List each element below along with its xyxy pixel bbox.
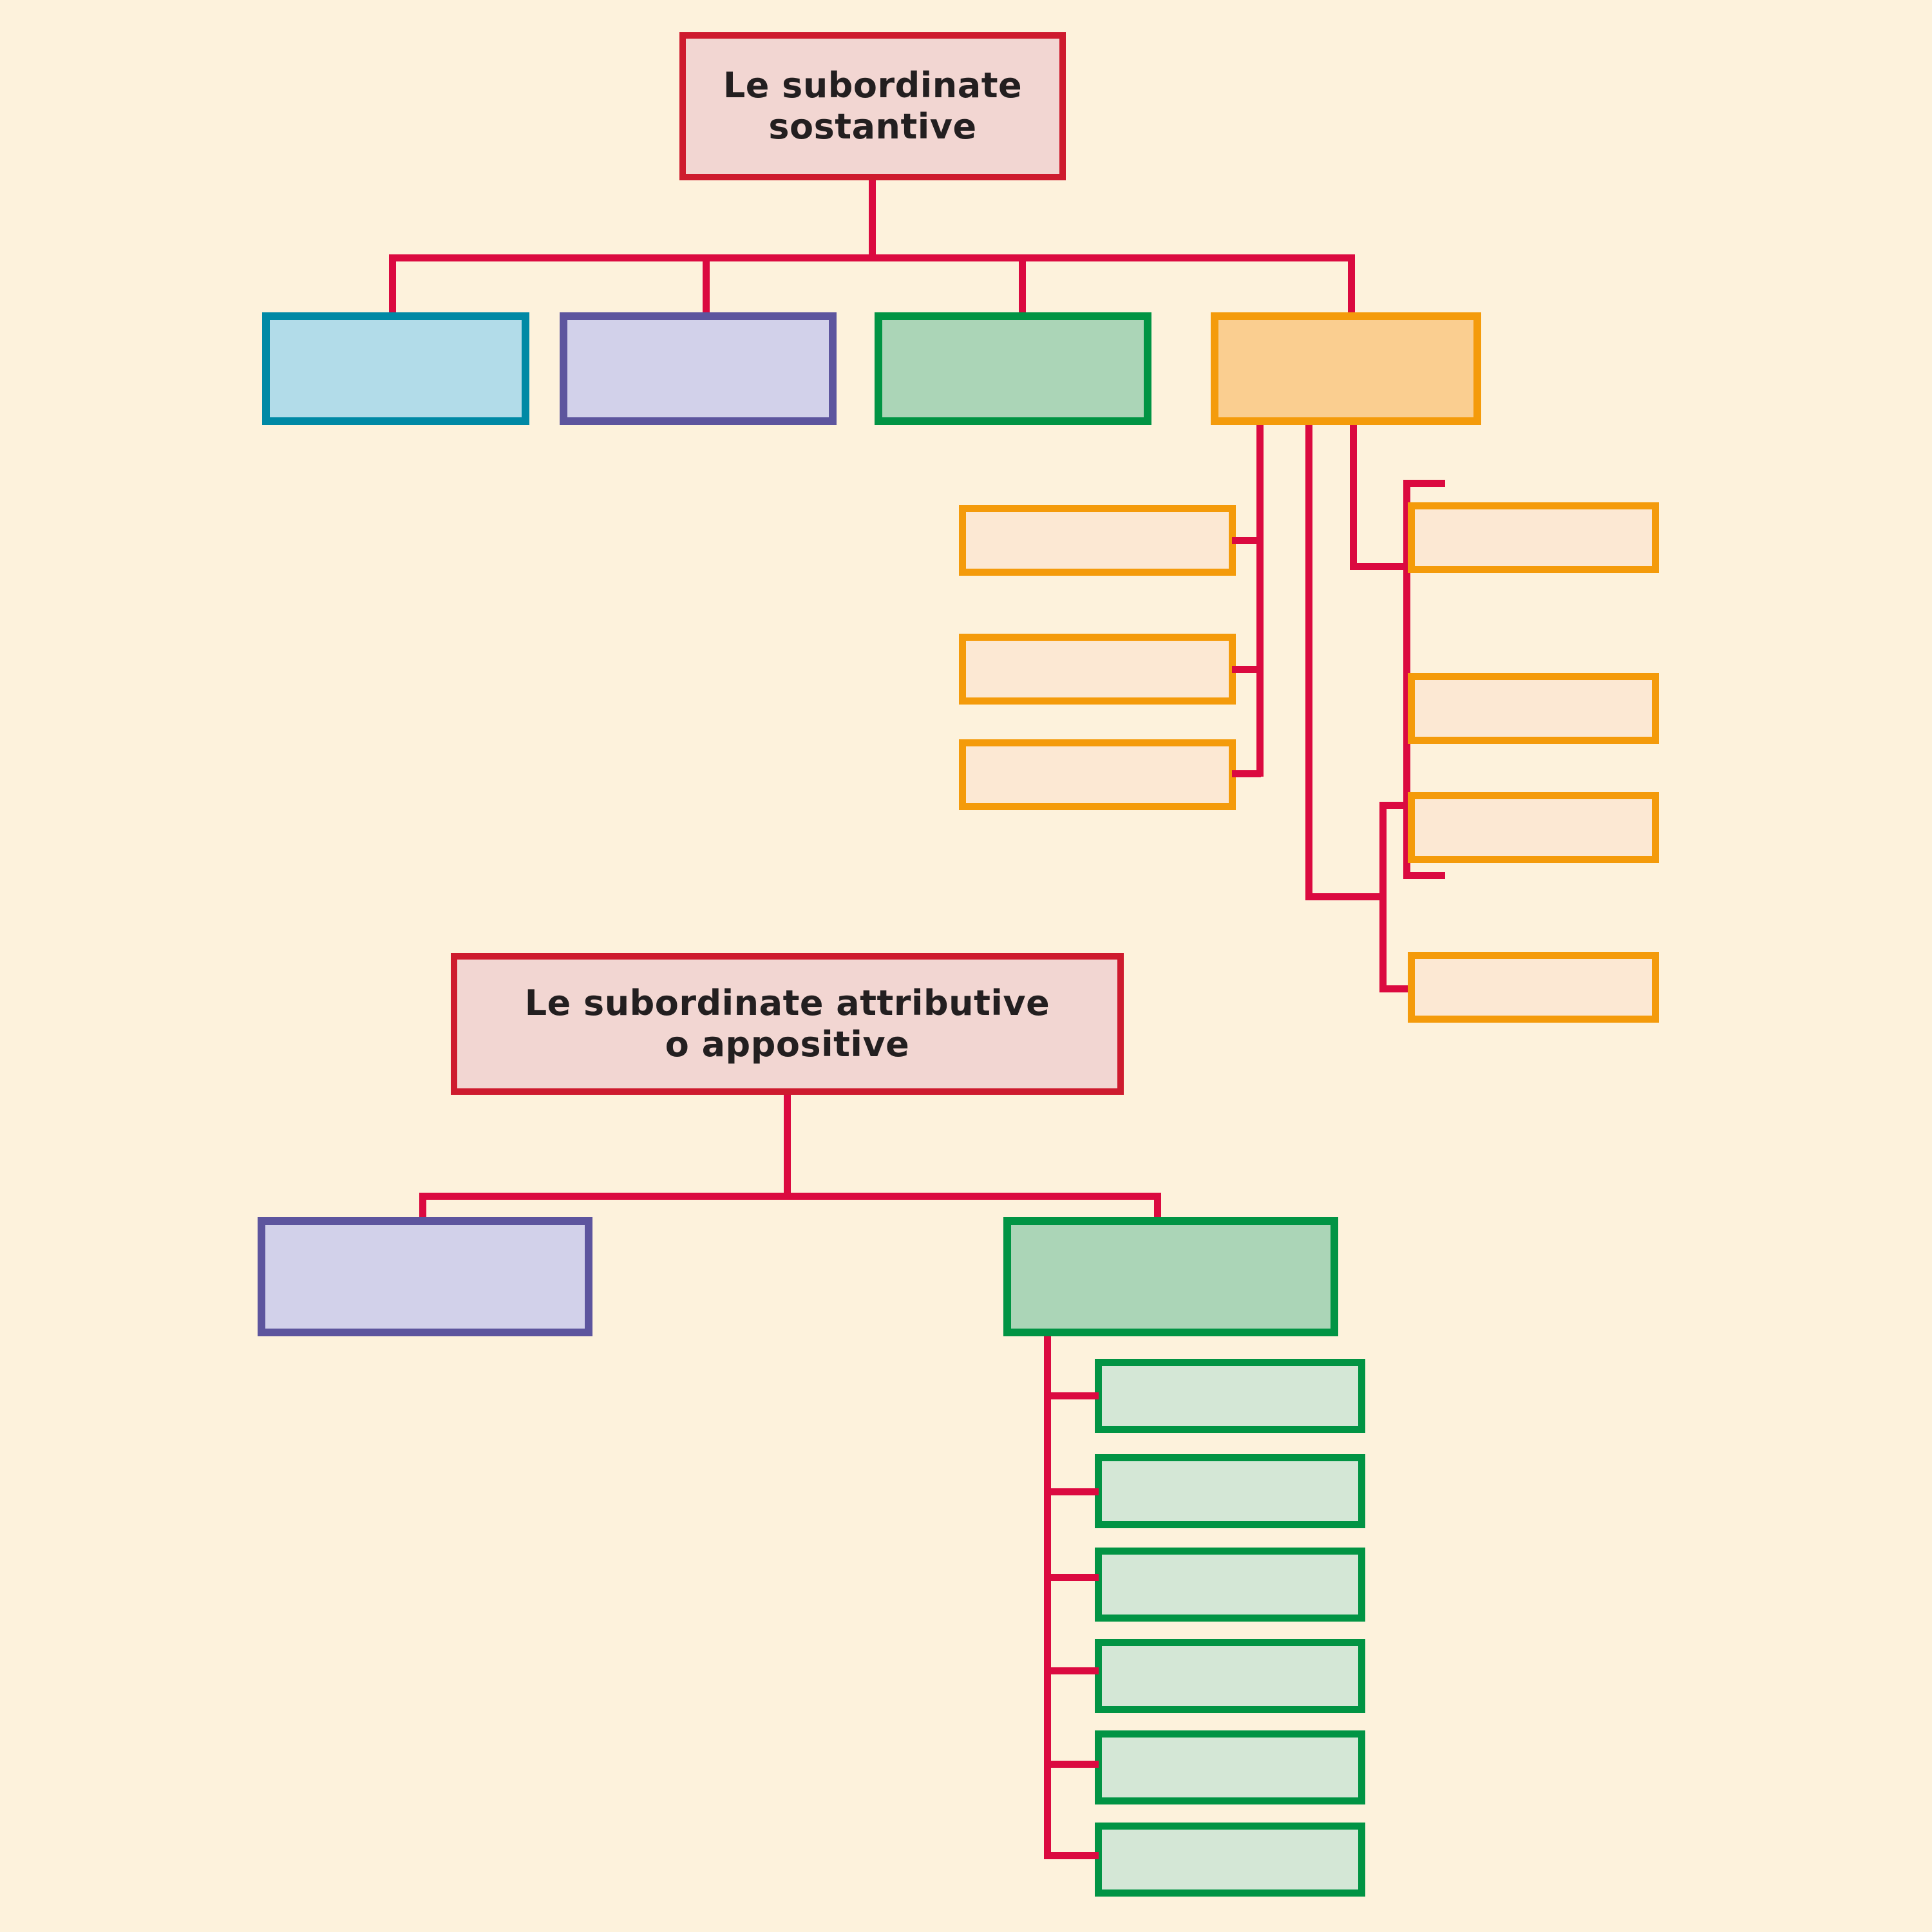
node-attributive-child-1[interactable] xyxy=(258,1217,592,1336)
node-sostantive-sub-right-3[interactable] xyxy=(1408,792,1659,863)
connector-rightgroup-top-jog xyxy=(1350,563,1410,570)
connector-rightgroup-bottom-jog xyxy=(1305,893,1387,900)
connector-root2-drop-1 xyxy=(419,1193,426,1222)
connector-root1-drop-1 xyxy=(389,254,396,312)
root-node-attributive[interactable]: Le subordinate attributive o appositive xyxy=(451,953,1124,1095)
connector-orange-spine-right xyxy=(1350,425,1357,570)
connector-sub-right-3 xyxy=(1379,802,1418,809)
node-sostantive-sub-left-3[interactable] xyxy=(959,739,1236,810)
connector-root2-bus xyxy=(419,1193,1161,1200)
root-node-sostantive-label: Le subordinate sostantive xyxy=(723,65,1023,147)
connector-sub-right-1 xyxy=(1403,480,1445,487)
connector-green-sub-3 xyxy=(1044,1574,1099,1581)
connector-root1-bus xyxy=(389,254,1355,261)
connector-orange-spine-left xyxy=(1256,425,1264,777)
node-attributive-sub-6[interactable] xyxy=(1095,1823,1365,1897)
node-attributive-sub-2[interactable] xyxy=(1095,1454,1365,1528)
node-attributive-sub-4[interactable] xyxy=(1095,1639,1365,1713)
connector-root1-stem xyxy=(869,180,876,254)
node-sostantive-sub-left-1[interactable] xyxy=(959,505,1236,576)
node-attributive-sub-1[interactable] xyxy=(1095,1359,1365,1433)
node-sostantive-child-3[interactable] xyxy=(875,312,1151,425)
connector-root1-drop-4 xyxy=(1348,254,1355,312)
root-node-sostantive[interactable]: Le subordinate sostantive xyxy=(679,32,1066,180)
node-sostantive-sub-right-4[interactable] xyxy=(1408,952,1659,1023)
node-sostantive-sub-left-2[interactable] xyxy=(959,634,1236,705)
root-node-attributive-label: Le subordinate attributive o appositive xyxy=(524,983,1050,1065)
connector-sub-left-3 xyxy=(1232,770,1261,777)
connector-green-sub-2 xyxy=(1044,1488,1099,1495)
connector-green-sub-5 xyxy=(1044,1761,1099,1768)
node-attributive-sub-5[interactable] xyxy=(1095,1730,1365,1804)
connector-sub-right-2 xyxy=(1403,872,1445,879)
connector-sub-left-1 xyxy=(1232,537,1261,544)
node-sostantive-sub-right-1[interactable] xyxy=(1408,502,1659,573)
node-sostantive-child-4[interactable] xyxy=(1211,312,1481,425)
connector-rightgroup-bottom-riser xyxy=(1379,802,1387,992)
connector-rightgroup-top-riser xyxy=(1403,480,1410,879)
connector-root1-drop-3 xyxy=(1019,254,1026,312)
connector-green-sub-6 xyxy=(1044,1852,1099,1859)
node-sostantive-child-2[interactable] xyxy=(560,312,837,425)
connector-green-sub-4 xyxy=(1044,1667,1099,1674)
node-attributive-child-2[interactable] xyxy=(1003,1217,1338,1336)
connector-orange-spine-middle xyxy=(1305,425,1312,900)
connector-root2-stem xyxy=(784,1095,791,1193)
connector-sub-right-4 xyxy=(1379,985,1418,992)
connector-green-spine xyxy=(1044,1336,1051,1859)
node-sostantive-child-1[interactable] xyxy=(262,312,529,425)
connector-sub-left-2 xyxy=(1232,666,1261,673)
connector-root1-drop-2 xyxy=(703,254,710,312)
connector-green-sub-1 xyxy=(1044,1392,1099,1399)
connector-root2-drop-2 xyxy=(1154,1193,1161,1222)
node-attributive-sub-3[interactable] xyxy=(1095,1548,1365,1622)
node-sostantive-sub-right-2[interactable] xyxy=(1408,673,1659,744)
